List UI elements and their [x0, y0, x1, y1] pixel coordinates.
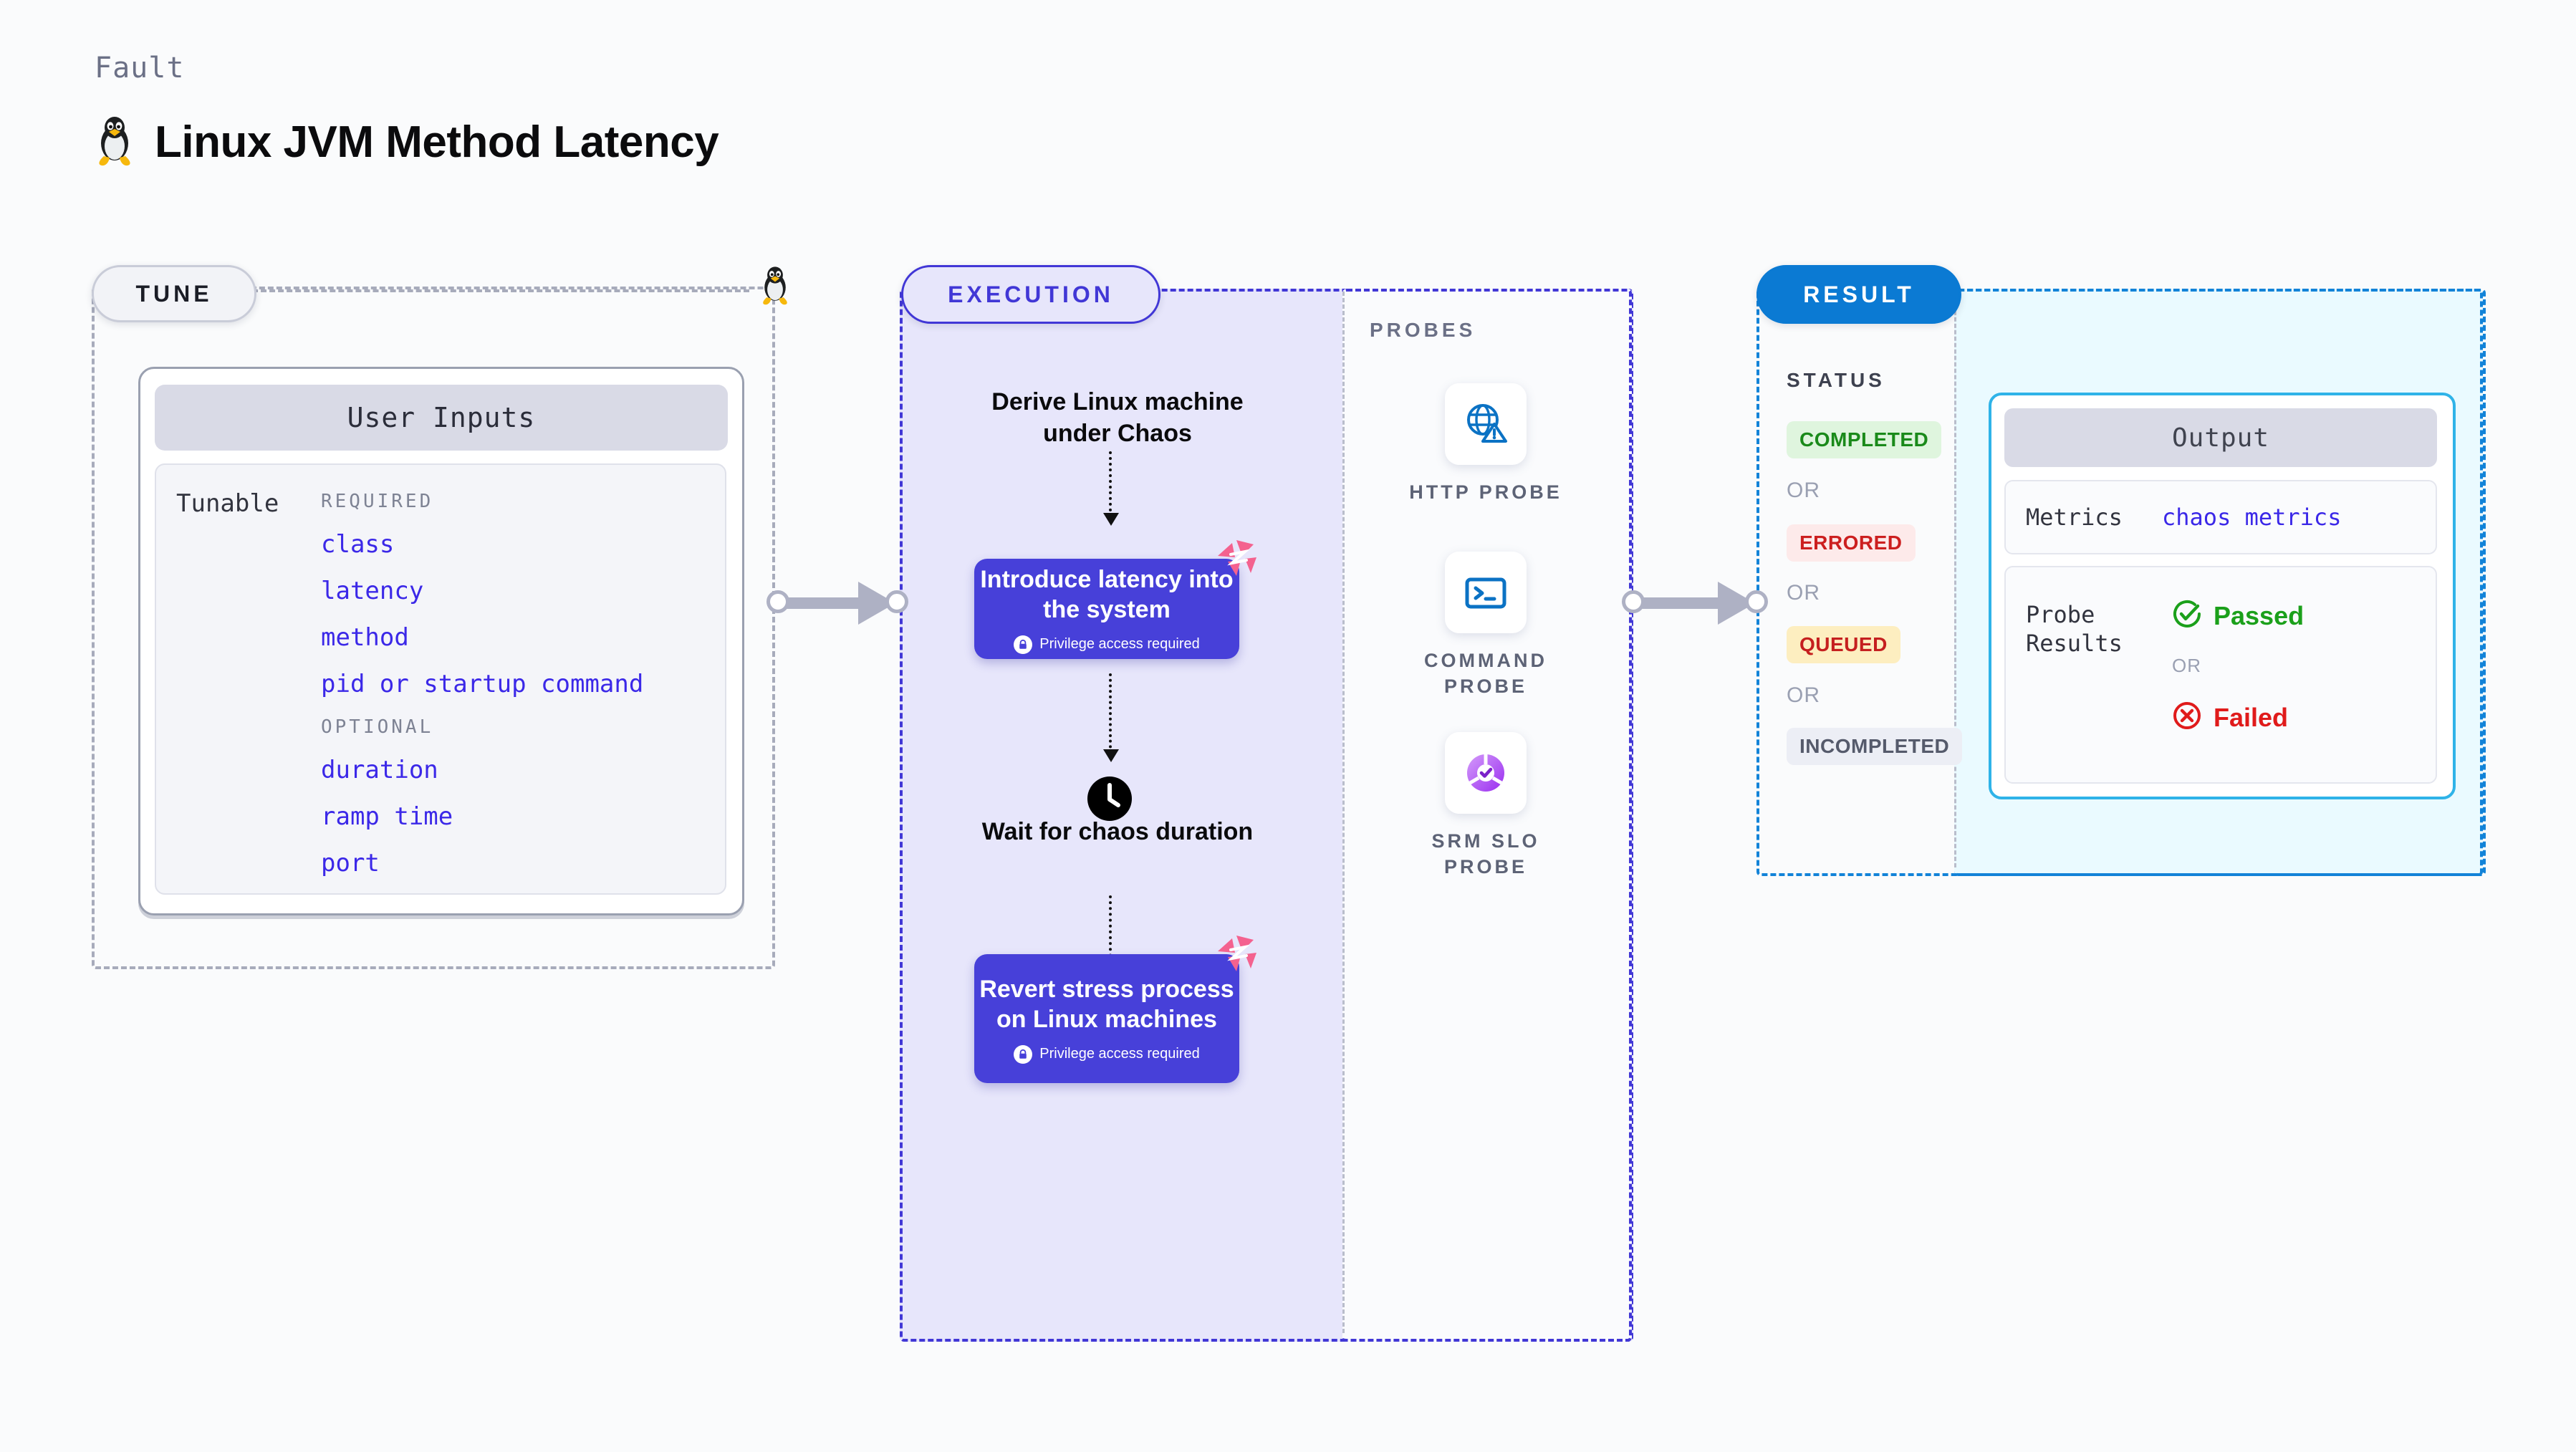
linux-penguin-icon: [95, 115, 135, 170]
status-or-3: OR: [1787, 683, 1820, 707]
execution-step-wait: Wait for chaos duration: [981, 818, 1254, 845]
flow-arrow-1: [1103, 451, 1119, 526]
harness-logo-icon: [1213, 934, 1259, 977]
linux-connector-penguin-icon: [759, 265, 791, 309]
execution-step-label: Introduce latency into the system: [980, 565, 1234, 624]
privilege-note: Privilege access required: [1014, 635, 1200, 654]
x-circle-icon: [2172, 701, 2202, 734]
metrics-row: Metrics chaos metrics: [2004, 480, 2437, 554]
result-panel: [1756, 289, 2486, 876]
status-badge-label: COMPLETED: [1799, 428, 1929, 451]
probes-divider: [1342, 292, 1345, 1333]
execution-pill-label: EXECUTION: [948, 281, 1114, 307]
status-or-2: OR: [1787, 581, 1820, 605]
slo-donut-check-icon: [1445, 732, 1527, 814]
output-card-header: Output: [2004, 408, 2437, 467]
metrics-label: Metrics: [2026, 504, 2123, 531]
execution-step-revert-stress[interactable]: Revert stress process on Linux machines …: [974, 936, 1256, 1083]
status-title: STATUS: [1787, 369, 1885, 391]
tunable-item[interactable]: method: [321, 623, 409, 652]
metrics-value[interactable]: chaos metrics: [2162, 504, 2342, 531]
probe-label: HTTP PROBE: [1409, 481, 1562, 503]
output-card: Output Metrics chaos metrics Probe Resul…: [1989, 393, 2456, 799]
tune-panel: [92, 287, 775, 969]
tunable-item[interactable]: latency: [321, 577, 424, 605]
probe-result-or: OR: [2172, 655, 2201, 676]
probe-srm-slo[interactable]: SRM SLO PROBE: [1400, 732, 1572, 880]
tunable-box: Tunable REQUIRED class latency method pi…: [155, 463, 726, 895]
result-divider: [1954, 292, 1956, 867]
user-inputs-header: User Inputs: [155, 385, 728, 451]
privilege-text: Privilege access required: [1039, 636, 1200, 652]
page-kicker: Fault: [95, 52, 185, 85]
probes-title: PROBES: [1370, 319, 1476, 341]
lock-icon: [1014, 635, 1033, 654]
tune-stage-pill[interactable]: TUNE: [92, 265, 256, 322]
status-badge-label: ERRORED: [1799, 532, 1903, 554]
status-badge-errored: ERRORED: [1787, 524, 1916, 562]
probe-http[interactable]: HTTP PROBE: [1400, 383, 1572, 505]
probe-command[interactable]: COMMAND PROBE: [1400, 552, 1572, 700]
status-badge-queued: QUEUED: [1787, 626, 1900, 663]
connector-execution-to-result: [1622, 582, 1768, 625]
user-inputs-title: User Inputs: [347, 402, 536, 433]
harness-logo-icon: [1213, 539, 1259, 582]
terminal-icon: [1445, 552, 1527, 633]
tunable-group-title-optional: OPTIONAL: [321, 716, 434, 738]
execution-step-label: Revert stress process on Linux machines: [979, 975, 1234, 1034]
globe-warning-icon: [1445, 383, 1527, 465]
execution-step-derive: Derive Linux machine under Chaos: [991, 388, 1244, 447]
tunable-item[interactable]: pid or startup command: [321, 670, 644, 698]
connector-tune-to-execution: [766, 582, 908, 625]
probe-result-passed: Passed: [2172, 599, 2304, 633]
tune-pill-label: TUNE: [135, 280, 213, 307]
result-stage-pill[interactable]: RESULT: [1756, 265, 1961, 324]
tunable-item[interactable]: duration: [321, 756, 438, 784]
result-pill-label: RESULT: [1803, 281, 1915, 307]
clock-icon: [1086, 775, 1133, 822]
status-badge-label: QUEUED: [1799, 633, 1888, 655]
probes-panel: [1342, 289, 1632, 1342]
probe-result-failed: Failed: [2172, 701, 2288, 734]
tunable-item[interactable]: port: [321, 849, 380, 878]
tune-lead-line: [252, 289, 749, 292]
status-badge-completed: COMPLETED: [1787, 421, 1942, 458]
check-circle-icon: [2172, 599, 2202, 633]
probe-label: SRM SLO PROBE: [1431, 830, 1540, 878]
execution-stage-pill[interactable]: EXECUTION: [901, 265, 1160, 324]
tunable-label: Tunable: [176, 489, 279, 518]
user-inputs-card: User Inputs Tunable REQUIRED class laten…: [138, 367, 744, 915]
passed-label: Passed: [2214, 600, 2305, 630]
privilege-note: Privilege access required: [1014, 1044, 1200, 1064]
privilege-text: Privilege access required: [1039, 1046, 1200, 1062]
tunable-item[interactable]: class: [321, 530, 395, 559]
tunable-group-title-required: REQUIRED: [321, 491, 434, 512]
page-title: Linux JVM Method Latency: [155, 117, 719, 167]
tunable-item[interactable]: ramp time: [321, 802, 453, 831]
probe-results-row: Probe Results Passed OR Failed: [2004, 566, 2437, 784]
status-badge-label: INCOMPLETED: [1799, 735, 1950, 757]
page-title-row: Linux JVM Method Latency: [95, 115, 719, 170]
flow-arrow-2: [1103, 673, 1119, 762]
probe-results-label: Probe Results: [2026, 601, 2123, 657]
execution-step-introduce-latency[interactable]: Introduce latency into the system Privil…: [974, 540, 1256, 659]
output-title: Output: [2171, 423, 2270, 453]
lock-icon: [1014, 1044, 1033, 1064]
failed-label: Failed: [2214, 702, 2289, 732]
probe-label: COMMAND PROBE: [1424, 650, 1547, 698]
status-or-1: OR: [1787, 479, 1820, 502]
tunable-list: REQUIRED class latency method pid or sta…: [321, 478, 643, 895]
status-badge-incompleted: INCOMPLETED: [1787, 728, 1963, 765]
